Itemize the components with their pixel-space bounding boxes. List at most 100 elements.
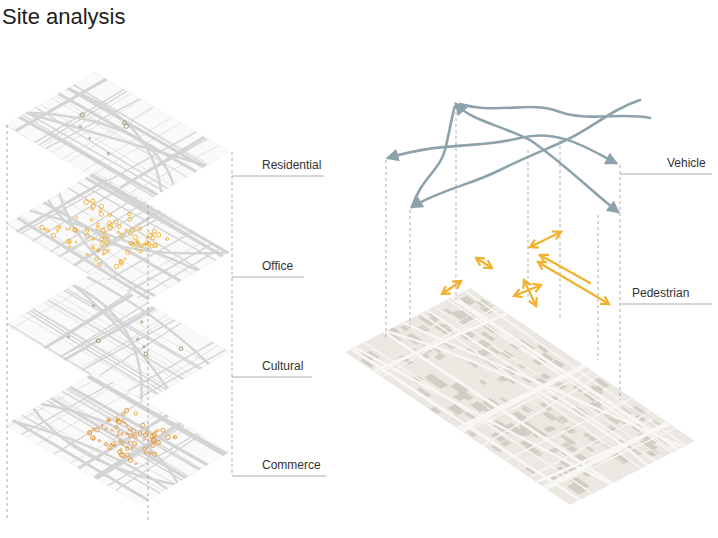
land-use-dot — [128, 441, 130, 443]
land-use-dot — [116, 418, 119, 421]
land-use-dot — [126, 425, 128, 427]
land-use-dot — [96, 339, 100, 343]
land-use-dot — [152, 433, 157, 438]
label-leader — [232, 377, 312, 378]
map-layer — [5, 372, 230, 505]
vehicle-arrow — [388, 135, 616, 163]
land-use-dot — [118, 430, 120, 432]
street-line — [35, 89, 125, 142]
land-use-dot — [151, 236, 155, 240]
pedestrian-arrow — [538, 262, 609, 304]
land-use-dot — [131, 243, 135, 247]
land-use-dot — [86, 229, 89, 232]
land-use-dot — [118, 450, 122, 454]
street-line — [421, 313, 641, 469]
land-use-dot — [131, 227, 135, 231]
main-road — [26, 113, 173, 186]
land-use-dot — [126, 250, 130, 254]
land-use-dot — [117, 231, 119, 233]
land-use-dot — [99, 440, 101, 442]
land-use-dot — [117, 434, 119, 436]
layer-label: Commerce — [262, 458, 321, 472]
land-use-dot — [86, 253, 88, 255]
map-ground — [5, 72, 230, 205]
map-edge — [5, 272, 230, 405]
land-use-dot — [120, 262, 124, 266]
land-use-dot — [123, 121, 127, 125]
land-use-dot — [121, 442, 124, 445]
land-use-dot — [88, 430, 92, 434]
street-line — [466, 290, 687, 445]
map-layer — [5, 272, 230, 405]
land-use-dot — [99, 212, 103, 216]
projection-line — [528, 150, 529, 300]
land-use-dot — [76, 216, 78, 218]
land-use-dot — [143, 346, 145, 348]
land-use-dot — [150, 443, 154, 447]
land-use-dot — [149, 452, 152, 455]
land-use-dot — [121, 433, 123, 435]
stack-dashed-line — [148, 205, 149, 520]
pedestrian-arrow — [530, 232, 561, 247]
land-use-dot — [92, 305, 94, 307]
land-use-dot — [99, 204, 103, 208]
land-use-dot — [99, 237, 103, 241]
map-edge — [5, 172, 230, 305]
land-use-dot — [52, 233, 56, 237]
land-use-dot — [73, 228, 77, 232]
building-block — [570, 477, 590, 490]
land-use-dot — [125, 447, 129, 451]
building-block — [437, 352, 446, 358]
land-use-dot — [101, 425, 103, 427]
land-use-dot — [84, 200, 89, 205]
building-block — [539, 402, 553, 411]
street-line — [435, 306, 662, 458]
land-use-dot — [117, 225, 121, 229]
land-use-dot — [156, 429, 158, 431]
flow-label: Vehicle — [667, 156, 706, 170]
main-road — [41, 404, 178, 483]
land-use-dot — [152, 438, 156, 442]
land-use-dot — [124, 408, 129, 413]
land-use-dot — [166, 435, 171, 440]
map-ground — [5, 272, 230, 405]
land-use-dot — [105, 443, 108, 446]
vehicle-arrow — [456, 104, 618, 212]
main-road — [354, 347, 611, 484]
land-use-dot — [126, 453, 130, 457]
street-line — [384, 332, 612, 483]
land-use-dot — [124, 422, 126, 424]
street-line — [66, 289, 202, 368]
pedestrian-arrow — [442, 281, 461, 294]
main-road — [403, 322, 684, 446]
vehicle-flows — [388, 100, 650, 212]
land-use-dot — [105, 428, 107, 430]
land-use-dot — [114, 264, 119, 269]
land-use-dot — [119, 260, 121, 262]
map-ground — [345, 288, 695, 505]
main-road — [30, 211, 199, 271]
layer-label: Residential — [262, 158, 321, 172]
street-line — [132, 345, 219, 400]
land-use-dot — [161, 428, 165, 432]
land-use-dot — [92, 428, 94, 430]
street-line — [63, 309, 158, 359]
land-use-dot — [125, 229, 127, 231]
land-use-dot — [115, 426, 118, 429]
land-use-dot — [131, 447, 133, 449]
street-line — [82, 315, 168, 371]
street-line — [79, 415, 168, 469]
label-leader — [620, 304, 712, 305]
pedestrian-arrow — [524, 280, 536, 306]
diagram-title: Site analysis — [2, 4, 126, 30]
building-block — [510, 343, 521, 350]
stack-dashed-line — [7, 125, 8, 520]
land-use-dot — [132, 441, 136, 445]
projection-line — [598, 215, 599, 360]
land-use-dot — [90, 219, 92, 221]
building-block — [453, 393, 466, 401]
projection-line — [410, 210, 411, 325]
building-block — [543, 426, 554, 432]
street-line — [88, 376, 225, 455]
land-use-dot — [73, 228, 77, 232]
